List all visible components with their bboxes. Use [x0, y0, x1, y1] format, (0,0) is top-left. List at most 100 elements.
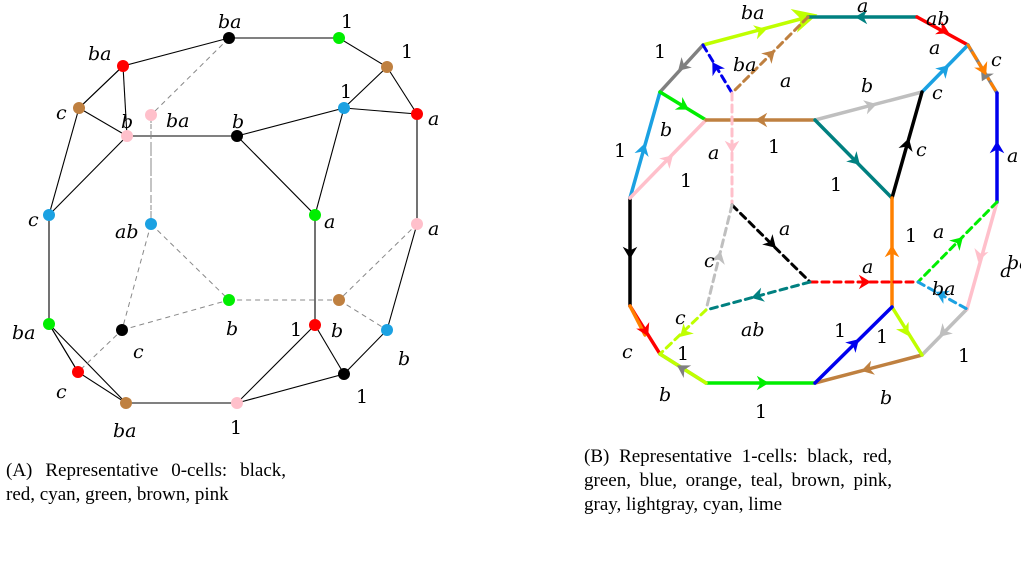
vertex-red: [117, 60, 129, 72]
vertex-green: [333, 32, 345, 44]
edge-label: c: [991, 49, 1002, 71]
vertex-label: ab: [115, 221, 139, 243]
arrowhead: [677, 365, 692, 378]
edge-label: ba: [741, 2, 765, 24]
vertex-label: 1: [290, 319, 302, 341]
edge-label: b: [861, 75, 873, 97]
arrowhead: [935, 290, 950, 304]
vertex-pink: [231, 397, 243, 409]
arrowhead: [724, 140, 740, 153]
vertex-label: ba: [218, 11, 242, 33]
panel-a-dashed-edges: [77, 37, 418, 373]
arrowhead: [974, 248, 989, 262]
arrowhead: [762, 234, 776, 248]
vertex-label: b: [226, 318, 238, 340]
arrowhead: [861, 360, 875, 375]
vertex-label: a: [324, 211, 335, 233]
vertex-label: c: [56, 102, 67, 124]
vertex-black: [116, 324, 128, 336]
vertex-label: c: [133, 341, 144, 363]
vertex-cyan: [338, 102, 350, 114]
edge-label: 1: [834, 320, 846, 342]
vertex-black: [231, 130, 243, 142]
panel-a-solid-edges: [48, 37, 418, 404]
edge-label: c: [675, 307, 686, 329]
edge-label: ba: [932, 278, 956, 300]
arrowhead: [761, 50, 775, 64]
arrowhead: [949, 237, 963, 251]
edge-label: 1: [677, 343, 689, 365]
edge-label: c: [704, 250, 715, 272]
edge-label: 1: [905, 225, 917, 247]
arrowhead: [898, 138, 913, 152]
vertex-label: 1: [230, 417, 242, 439]
panel-b-labels: baaab1acbaabc1baca111aa1acababacabc1111b…: [614, 0, 1021, 423]
edge-label: a: [1000, 260, 1011, 282]
vertex-green: [43, 318, 55, 330]
vertex-pink: [411, 218, 423, 230]
vertex-label: b: [398, 348, 410, 370]
edge-label: a: [933, 221, 944, 243]
arrowhead: [863, 100, 877, 115]
arrowhead: [753, 25, 767, 40]
vertex-label: ba: [12, 322, 36, 344]
arrowhead: [755, 112, 768, 128]
edge-label: a: [708, 142, 719, 164]
edge-label: ab: [741, 319, 765, 341]
edge-label: a: [779, 218, 790, 240]
arrowhead: [896, 321, 909, 336]
caption-b: (B) Representative 1-cells: black, red, …: [584, 445, 892, 517]
arrowhead: [935, 21, 950, 35]
panel-a-vertices: [43, 32, 423, 409]
vertex-label: b: [331, 320, 343, 342]
vertex-label: 1: [340, 81, 352, 103]
edge-label: ba: [733, 54, 757, 76]
vertex-cyan: [145, 218, 157, 230]
edge-label: 1: [680, 170, 692, 192]
arrowhead: [710, 251, 725, 265]
caption-a-text: Representative 0-cells: black, red, cyan…: [6, 460, 287, 505]
vertex-label: 1: [401, 41, 413, 63]
edge-label: a: [780, 70, 791, 92]
panel-b-arrowheads: [622, 9, 1005, 391]
vertex-label: a: [428, 218, 439, 240]
vertex-cyan: [43, 209, 55, 221]
edge-label: ab: [926, 8, 950, 30]
vertex-brown: [333, 294, 345, 306]
arrowhead: [622, 246, 638, 259]
edge-label: 1: [614, 140, 626, 162]
arrowhead: [855, 9, 868, 25]
arrowhead: [712, 62, 725, 77]
arrowhead: [751, 287, 765, 302]
vertex-pink: [121, 130, 133, 142]
vertex-label: ba: [113, 420, 137, 442]
edge-label: 1: [654, 41, 666, 63]
vertex-black: [223, 32, 235, 44]
vertex-brown: [73, 102, 85, 114]
caption-a: (A) Representative 0-cells: black, red, …: [6, 459, 286, 507]
edge-label: a: [1007, 145, 1018, 167]
arrowhead: [858, 274, 871, 290]
arrowhead: [659, 155, 673, 169]
vertex-red: [72, 366, 84, 378]
vertex-label: b: [232, 111, 244, 133]
vertex-red: [411, 108, 423, 120]
vertex-brown: [381, 61, 393, 73]
vertex-label: c: [28, 209, 39, 231]
arrowhead: [756, 375, 769, 391]
vertex-green: [223, 294, 235, 306]
caption-a-tag: (A): [6, 460, 33, 481]
arrowhead: [845, 339, 859, 353]
arrowhead: [884, 245, 900, 258]
arrowhead: [846, 151, 860, 165]
arrowhead: [989, 141, 1005, 154]
edge-label: a: [862, 256, 873, 278]
caption-b-tag: (B): [584, 446, 610, 467]
edge-label: a: [929, 37, 940, 59]
vertex-black: [338, 368, 350, 380]
vertex-label: c: [56, 381, 67, 403]
edge-label: c: [916, 139, 927, 161]
caption-b-text: Representative 1-cells: black, red, gree…: [584, 446, 892, 515]
